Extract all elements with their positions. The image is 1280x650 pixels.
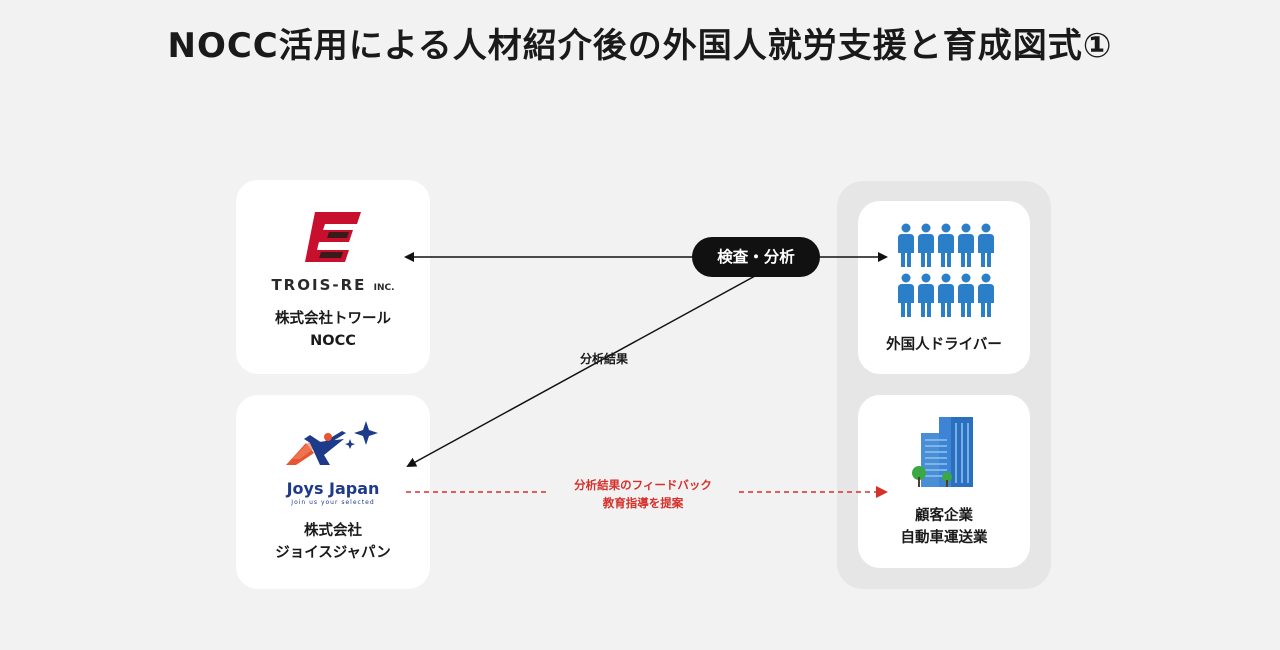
joys-japan-logo-icon <box>286 421 378 465</box>
people-group-icon <box>898 223 994 317</box>
person-icon <box>978 223 994 267</box>
trois-re-logo-suffix: INC. <box>373 283 395 293</box>
person-icon <box>898 273 914 317</box>
trois-re-logo-text: TROIS-RE <box>271 276 367 294</box>
joys-japan-logo-tagline: Join us your selected <box>291 499 375 506</box>
trois-re-logo-icon <box>305 212 361 262</box>
joys-japan-name-line2: ジョイスジャパン <box>275 545 391 561</box>
analysis-result-label: 分析結果 <box>580 352 629 366</box>
person-icon <box>898 223 914 267</box>
person-icon <box>938 273 954 317</box>
feedback-label: 分析結果のフィードバック 教育指導を提案 <box>548 476 738 512</box>
office-building-icon <box>912 417 973 487</box>
joys-japan-logo-text: Joys Japan <box>286 479 380 498</box>
joys-japan-card: Joys Japan Join us your selected 株式会社 ジョ… <box>236 395 430 589</box>
trois-re-card: TROIS-RE INC. 株式会社トワール NOCC <box>236 180 430 374</box>
person-icon <box>958 223 974 267</box>
trois-re-name-line2: NOCC <box>310 333 356 349</box>
analysis-result-arrow <box>406 275 756 467</box>
client-card: 顧客企業 自動車運送業 <box>858 395 1030 568</box>
person-icon <box>978 273 994 317</box>
person-icon <box>918 223 934 267</box>
person-icon <box>918 273 934 317</box>
client-label-line2: 自動車運送業 <box>900 530 988 546</box>
drivers-label: 外国人ドライバー <box>886 337 1002 353</box>
joys-japan-name-line1: 株式会社 <box>304 523 362 539</box>
drivers-card: 外国人ドライバー <box>858 201 1030 374</box>
feedback-label-line1: 分析結果のフィードバック <box>574 478 712 492</box>
client-label-line1: 顧客企業 <box>915 508 973 524</box>
trois-re-name-line1: 株式会社トワール <box>275 311 391 327</box>
inspection-badge: 検査・分析 <box>692 237 820 277</box>
person-icon <box>938 223 954 267</box>
feedback-label-line2: 教育指導を提案 <box>602 496 684 510</box>
person-icon <box>958 273 974 317</box>
page-title: NOCC活用による人材紹介後の外国人就労支援と育成図式① <box>167 26 1113 66</box>
